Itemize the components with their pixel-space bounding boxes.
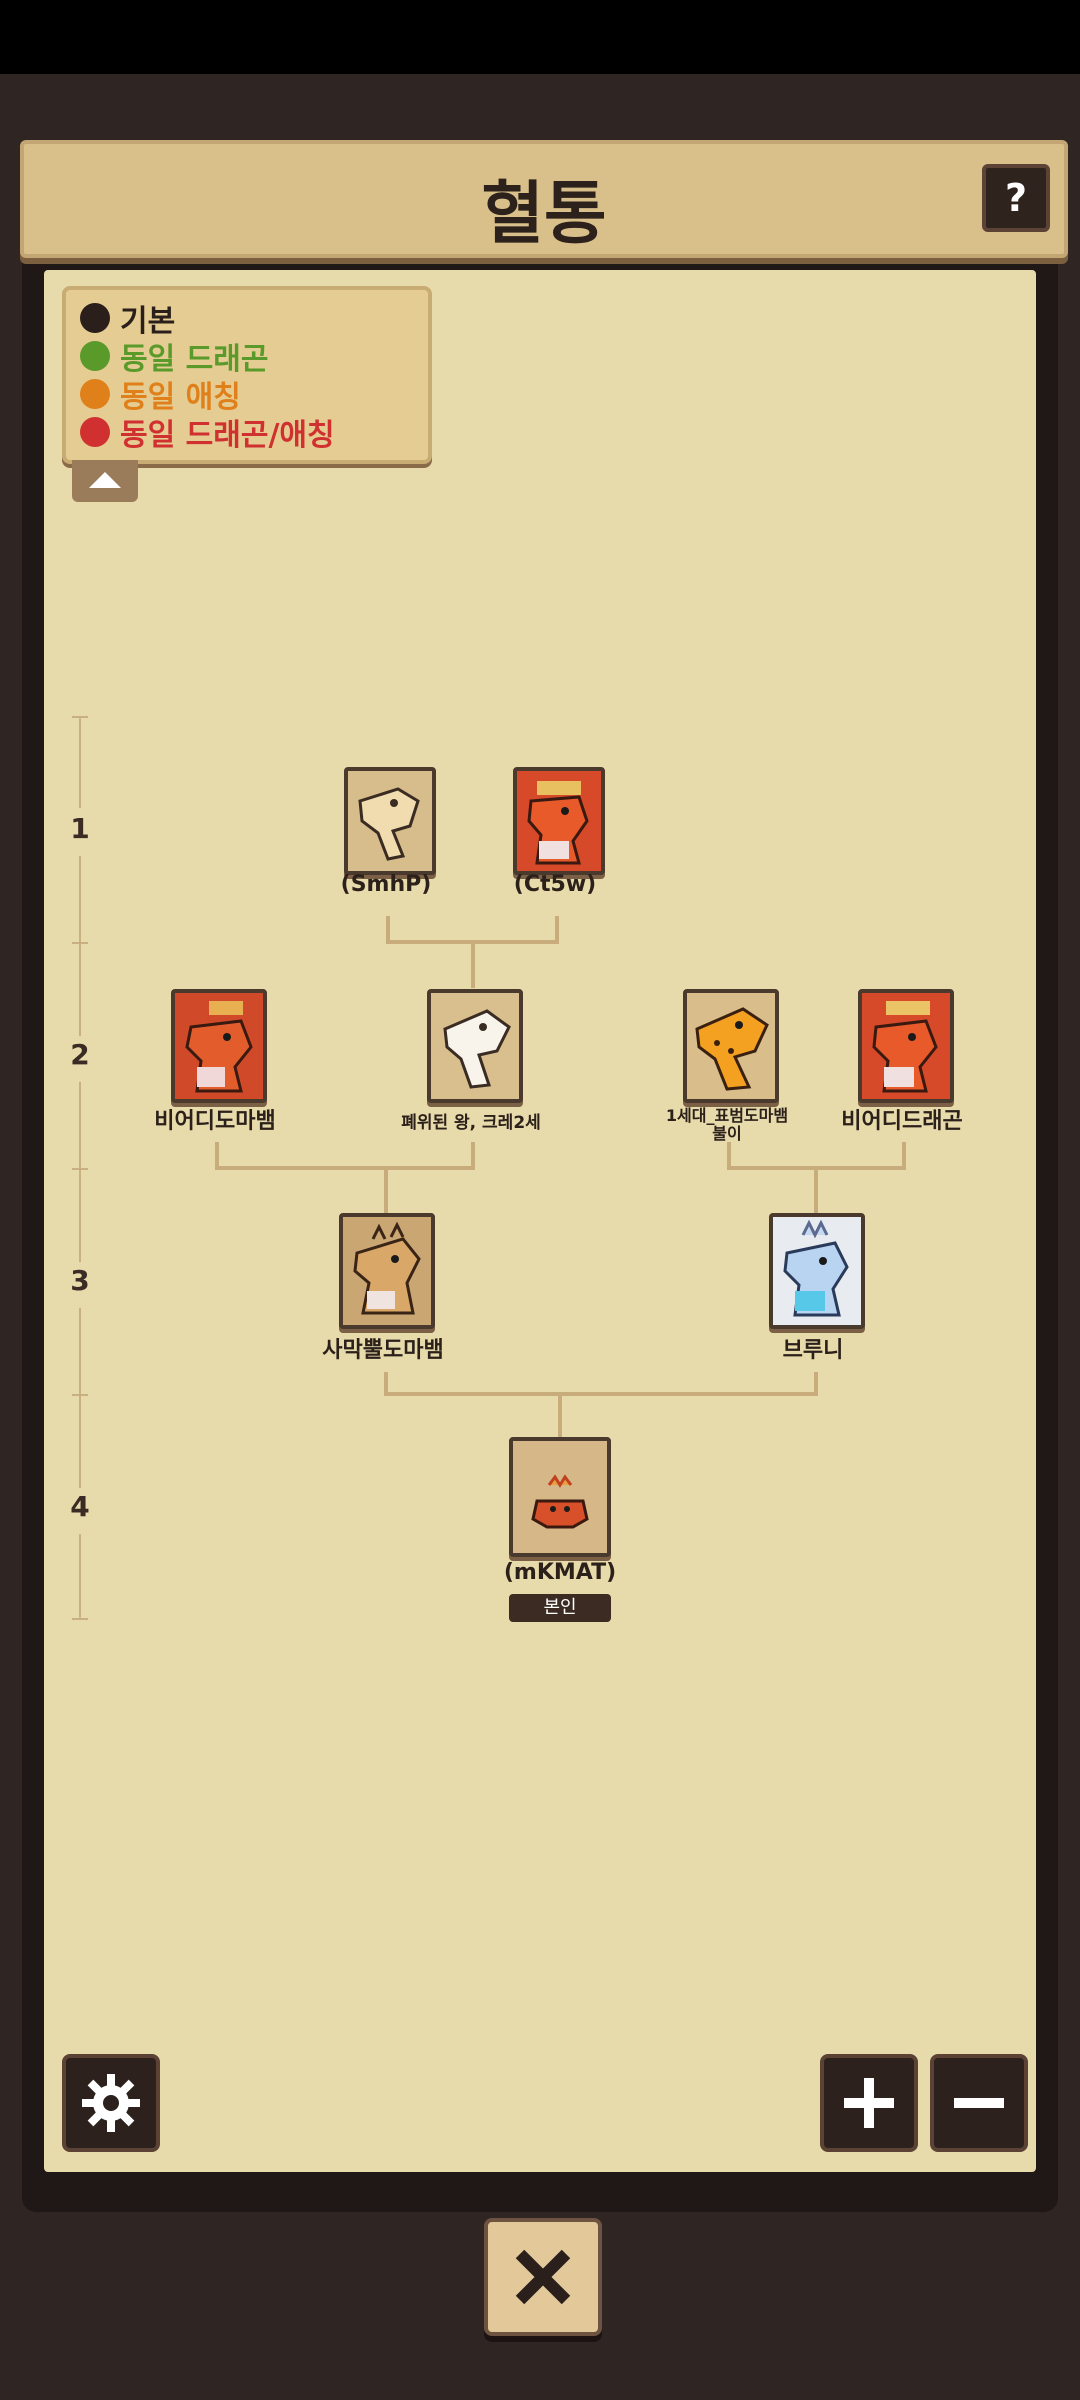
legend-label: 동일 애칭 (120, 380, 241, 415)
legend-box: 기본 동일 드래곤 동일 애칭 동일 드래곤/애칭 (62, 286, 432, 464)
dragon-card-beer-domabaem[interactable] (171, 989, 267, 1103)
generation-ruler-segment (79, 1534, 81, 1620)
tree-connector (555, 916, 559, 944)
legend-item-basic: 기본 (80, 300, 175, 339)
generation-ruler-segment (79, 716, 81, 808)
close-button[interactable] (484, 2218, 602, 2336)
self-badge: 본인 (509, 1594, 611, 1622)
dragon-card-leopard[interactable] (683, 989, 779, 1103)
page-title: 혈통 (481, 175, 607, 254)
node-label-leopard: 1세대_표범도마뱀 불이 (649, 1102, 805, 1142)
chevron-up-icon (89, 472, 121, 488)
tree-connector (558, 1392, 562, 1438)
generation-number: 2 (70, 1038, 90, 1071)
legend-label: 동일 드래곤 (120, 342, 269, 377)
legend-label: 기본 (120, 304, 176, 339)
generation-number: 1 (70, 812, 90, 845)
zoom-out-button[interactable] (930, 2054, 1028, 2152)
red-dragon-portrait (175, 993, 263, 1099)
legend-label: 동일 드래곤/애칭 (120, 418, 335, 453)
node-label-desert-horn: 사막뿔도마뱀 (322, 1338, 444, 1363)
node-label-ct5w: (Ct5w) (513, 872, 597, 897)
legend-dot-basic (80, 303, 110, 333)
pedigree-panel (44, 270, 1036, 2172)
settings-button[interactable] (62, 2054, 160, 2152)
legend-item-same-both: 동일 드래곤/애칭 (80, 414, 335, 453)
horned-lizard-portrait (343, 1217, 431, 1325)
dragon-card-fallen-king[interactable] (427, 989, 523, 1103)
tree-connector (386, 916, 390, 944)
tree-connector (384, 1372, 388, 1396)
sand-lizard-portrait (348, 771, 432, 871)
plus-icon (844, 2078, 894, 2128)
generation-tick (72, 716, 88, 718)
node-label-bruni: 브루니 (782, 1338, 844, 1363)
dragon-card-bruni[interactable] (769, 1213, 865, 1329)
legend-collapse-button[interactable] (72, 460, 138, 502)
tree-connector (727, 1142, 731, 1170)
generation-number: 3 (70, 1264, 90, 1297)
tree-connector (384, 1392, 818, 1396)
gear-icon (82, 2074, 140, 2132)
legend-item-same-dragon: 동일 드래곤 (80, 338, 268, 377)
zoom-in-button[interactable] (820, 2054, 918, 2152)
node-label-line: 불이 (712, 1124, 742, 1143)
node-label-beer-domabaem: 비어디도마뱀 (154, 1109, 276, 1134)
node-label-beer-dragon: 비어디드래곤 (841, 1109, 963, 1134)
close-icon (515, 2249, 571, 2305)
leopard-gecko-portrait (687, 993, 775, 1099)
egg-dragon-portrait (513, 1441, 607, 1553)
white-lizard-portrait (431, 993, 519, 1099)
node-label-smhp: (SmhP) (340, 872, 432, 897)
node-label-self: (mKMAT) (503, 1560, 617, 1585)
tree-connector (814, 1372, 818, 1396)
ice-dragon-portrait (773, 1217, 861, 1325)
dragon-card-self[interactable] (509, 1437, 611, 1557)
dragon-card-beer-dragon[interactable] (858, 989, 954, 1103)
generation-tick (72, 1618, 88, 1620)
generation-number: 4 (70, 1490, 90, 1523)
dragon-card-smhp[interactable] (344, 767, 436, 875)
generation-tick (72, 1168, 88, 1170)
dragon-card-ct5w[interactable] (513, 767, 605, 875)
red-dragon-portrait (862, 993, 950, 1099)
header-bar: 혈통 ? (20, 140, 1068, 258)
tree-connector (384, 1166, 388, 1214)
legend-dot-same-nickname (80, 379, 110, 409)
generation-ruler-segment (79, 856, 81, 1036)
status-bar (0, 0, 1080, 74)
tree-connector (814, 1166, 818, 1214)
tree-connector (215, 1142, 219, 1170)
help-button[interactable]: ? (982, 164, 1050, 232)
generation-tick (72, 1394, 88, 1396)
dragon-card-desert-horn[interactable] (339, 1213, 435, 1329)
tree-connector (902, 1142, 906, 1170)
minus-icon (954, 2098, 1004, 2108)
tree-connector (471, 1142, 475, 1170)
generation-ruler-segment (79, 1082, 81, 1262)
legend-dot-same-dragon (80, 341, 110, 371)
generation-ruler-segment (79, 1308, 81, 1488)
generation-tick (72, 942, 88, 944)
legend-dot-same-both (80, 417, 110, 447)
node-label-fallen-king: 폐위된 왕, 크레2세 (401, 1113, 541, 1133)
tree-connector (215, 1166, 475, 1170)
red-dragon-portrait (517, 771, 601, 871)
tree-connector (471, 940, 475, 988)
legend-item-same-nickname: 동일 애칭 (80, 376, 241, 415)
node-label-line: 1세대_표범도마뱀 (665, 1106, 789, 1125)
